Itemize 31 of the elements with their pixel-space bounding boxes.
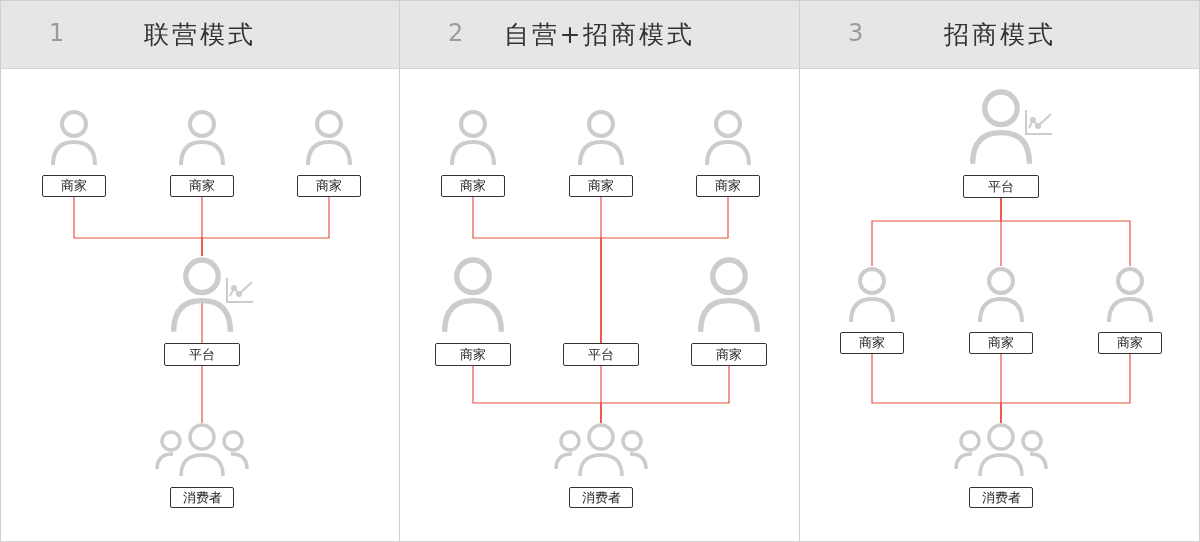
role-label: 商家 bbox=[441, 175, 505, 197]
role-label: 商家 bbox=[170, 175, 234, 197]
panel-number: 3 bbox=[848, 19, 864, 47]
panel-number: 2 bbox=[448, 19, 464, 47]
role-label: 平台 bbox=[963, 175, 1039, 198]
role-label: 商家 bbox=[297, 175, 361, 197]
panel-number: 1 bbox=[49, 19, 65, 47]
role-label: 平台 bbox=[563, 343, 639, 366]
role-label: 商家 bbox=[435, 343, 511, 366]
role-label: 商家 bbox=[691, 343, 767, 366]
role-label: 消费者 bbox=[569, 487, 633, 508]
role-label: 消费者 bbox=[170, 487, 234, 508]
panel-title: 招商模式 bbox=[943, 19, 1056, 51]
connector-line bbox=[1000, 353, 1131, 424]
role-label: 商家 bbox=[696, 175, 760, 197]
panel-title: 自营+招商模式 bbox=[503, 19, 696, 51]
role-label: 商家 bbox=[1098, 332, 1162, 354]
role-label: 商家 bbox=[42, 175, 106, 197]
role-label: 消费者 bbox=[969, 487, 1033, 508]
connector-line bbox=[600, 196, 729, 344]
connector-line bbox=[1000, 197, 1131, 267]
connector-line bbox=[201, 196, 330, 257]
mode-panel bbox=[400, 0, 800, 542]
mode-panel bbox=[800, 0, 1200, 542]
role-label: 平台 bbox=[164, 343, 240, 366]
role-label: 商家 bbox=[969, 332, 1033, 354]
mode-panel bbox=[0, 0, 400, 542]
panel-title: 联营模式 bbox=[144, 19, 256, 51]
connector-line bbox=[600, 365, 730, 424]
role-label: 商家 bbox=[569, 175, 633, 197]
role-label: 商家 bbox=[840, 332, 904, 354]
